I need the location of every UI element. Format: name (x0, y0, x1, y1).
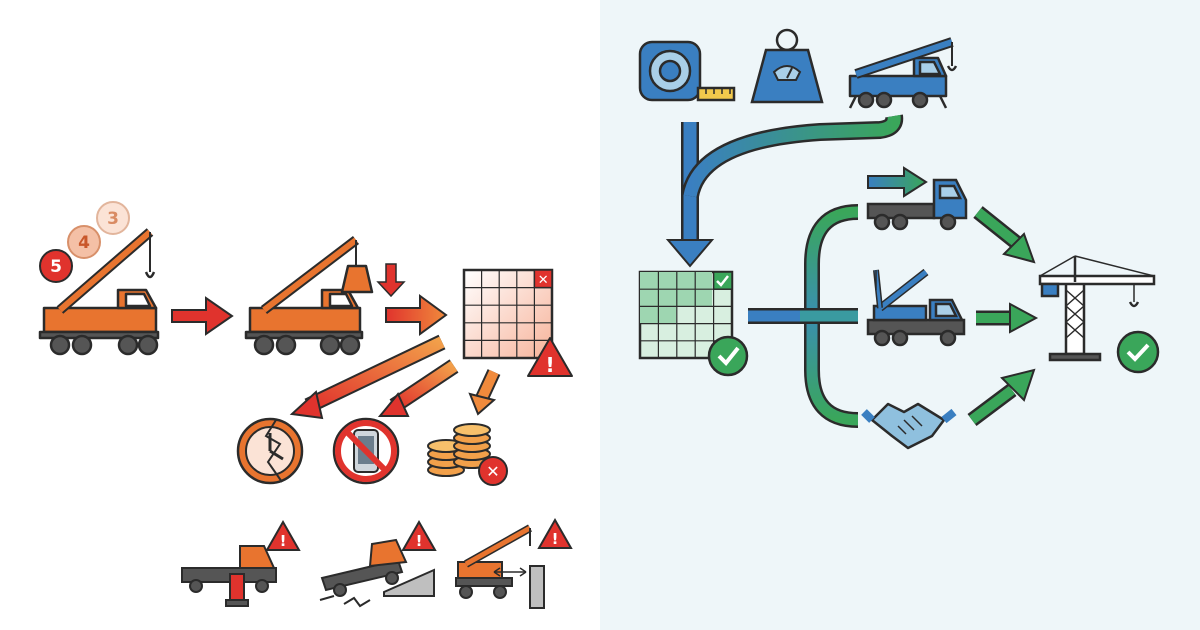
countdown-badges: 5 4 3 (39, 201, 130, 283)
boom-clearance-icon: ! (455, 517, 573, 609)
warning-mark-outrigger: ! (280, 532, 287, 550)
transport-truck-icon (866, 166, 968, 231)
mobile-crane-icon (38, 228, 160, 356)
handshake-icon (861, 402, 957, 450)
branch-connector (748, 204, 859, 428)
no-phone-icon (332, 417, 400, 485)
coin-cross-mark: ✕ (486, 462, 499, 481)
warning-mark-ground: ! (416, 532, 423, 550)
badge-3-label: 3 (107, 209, 119, 229)
tape-measure-icon (638, 40, 736, 102)
warning-mark-clearance: ! (552, 530, 559, 548)
green-arrows (967, 206, 1039, 426)
consequence-arrows (289, 334, 501, 420)
tipping-truck-icon: ! (319, 519, 437, 608)
crane-lifting-load-icon (244, 236, 374, 356)
badge-3: 3 (96, 201, 130, 235)
down-arrow-icon (376, 263, 406, 298)
warning-mark-grid: ! (545, 353, 554, 377)
orange-arrow-icon (385, 294, 448, 336)
load-chart-approved-icon (638, 270, 749, 377)
tower-crane-icon (1038, 255, 1160, 374)
badge-4: 4 (67, 225, 101, 259)
merge-arrow (665, 114, 904, 268)
weight-icon (750, 28, 824, 104)
grid-cross-mark: ✕ (538, 273, 549, 288)
outrigger-warning-icon: ! (181, 519, 301, 607)
red-arrow-icon (171, 296, 234, 336)
badge-4-label: 4 (78, 233, 90, 253)
mobile-crane-blue-icon (848, 37, 958, 109)
load-chart-grid-icon: ✕ (462, 268, 554, 360)
badge-5: 5 (39, 249, 73, 283)
coin-stack-icon: ✕ (427, 423, 508, 486)
warning-icon: ! (527, 337, 573, 377)
badge-5-label: 5 (50, 257, 62, 277)
broken-clock-icon (236, 417, 304, 485)
mobile-crane-blue-icon (866, 268, 966, 347)
